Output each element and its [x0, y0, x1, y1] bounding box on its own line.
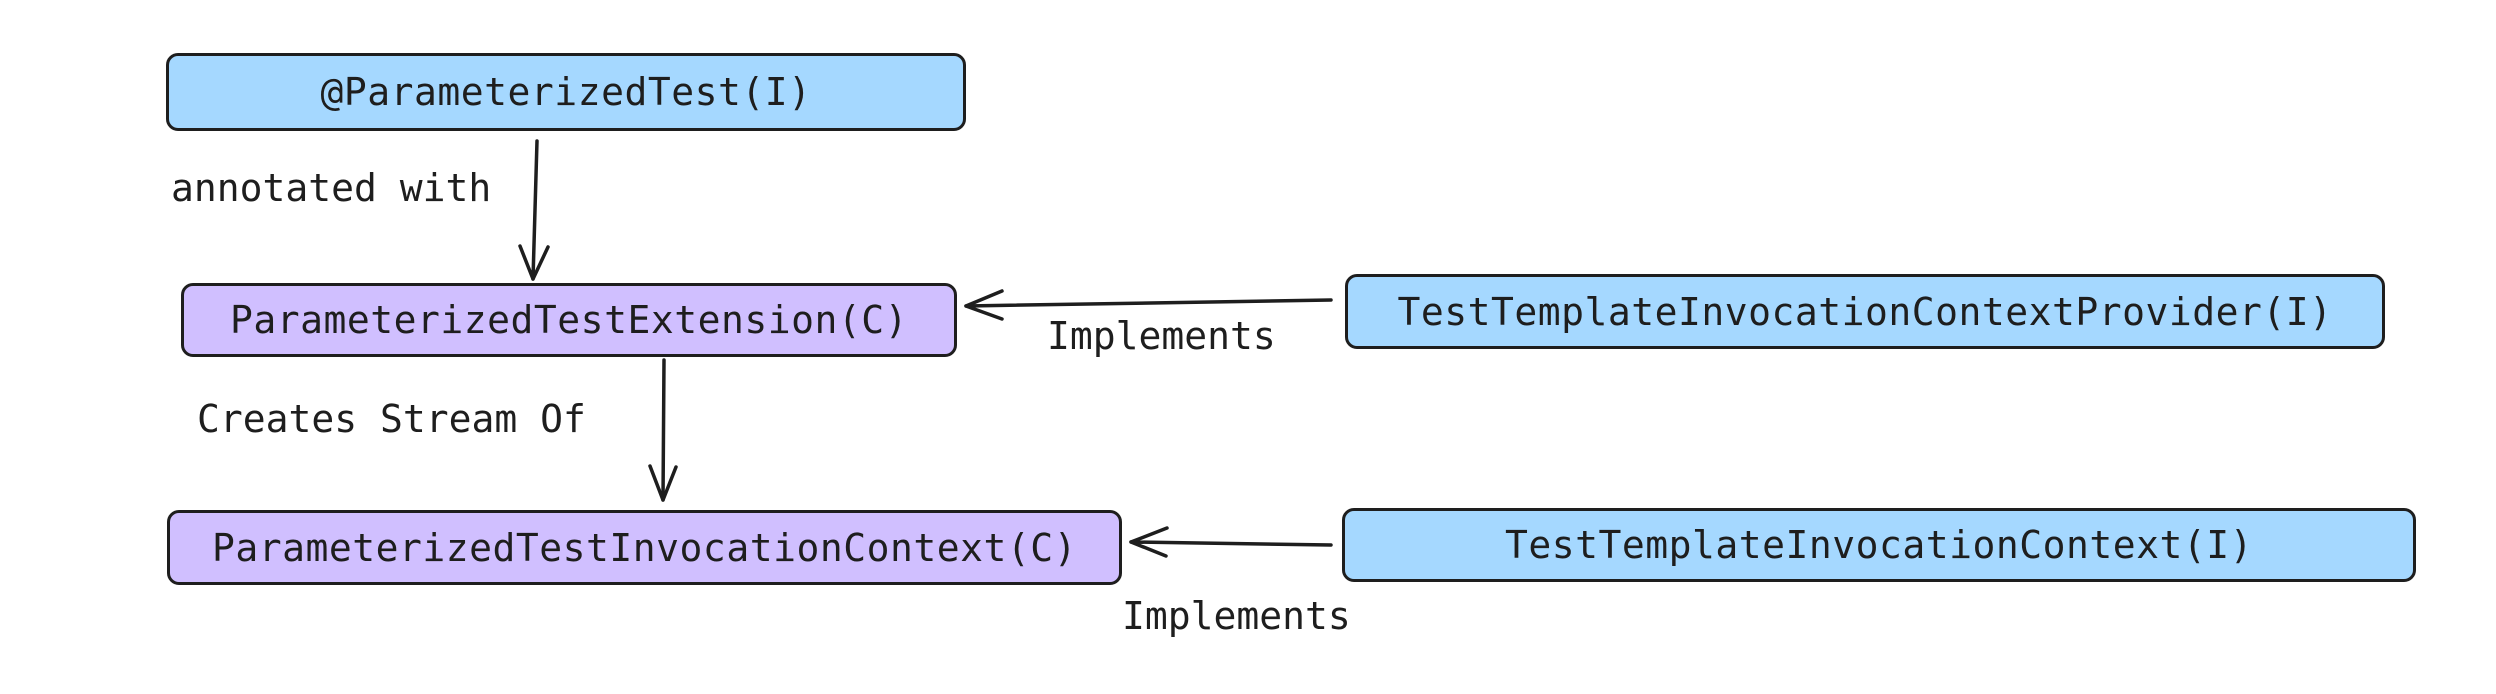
node-context-provider: TestTemplateInvocationContextProvider(I): [1345, 274, 2385, 349]
node-parameterized-test: @ParameterizedTest(I): [166, 53, 966, 131]
node-label: ParameterizedTestExtension(C): [230, 298, 908, 342]
arrow-annotated-with: [518, 139, 550, 281]
arrow-implements-context: [1129, 526, 1333, 558]
edge-label-implements-provider: Implements: [1047, 314, 1276, 358]
node-label: @ParameterizedTest(I): [320, 70, 812, 114]
edge-label-annotated-with: annotated with: [171, 166, 492, 210]
node-label: TestTemplateInvocationContext(I): [1504, 523, 2254, 567]
edge-label-creates-stream-of: Creates Stream Of: [197, 397, 586, 441]
node-label: TestTemplateInvocationContextProvider(I): [1397, 289, 2333, 334]
node-parameterized-test-extension: ParameterizedTestExtension(C): [181, 283, 957, 357]
arrow-creates-stream-of: [648, 358, 678, 502]
node-invocation-context: TestTemplateInvocationContext(I): [1342, 508, 2416, 582]
node-parameterized-invocation-context: ParameterizedTestInvocationContext(C): [167, 510, 1122, 585]
node-label: ParameterizedTestInvocationContext(C): [212, 525, 1077, 570]
edge-label-implements-context: Implements: [1122, 594, 1351, 638]
